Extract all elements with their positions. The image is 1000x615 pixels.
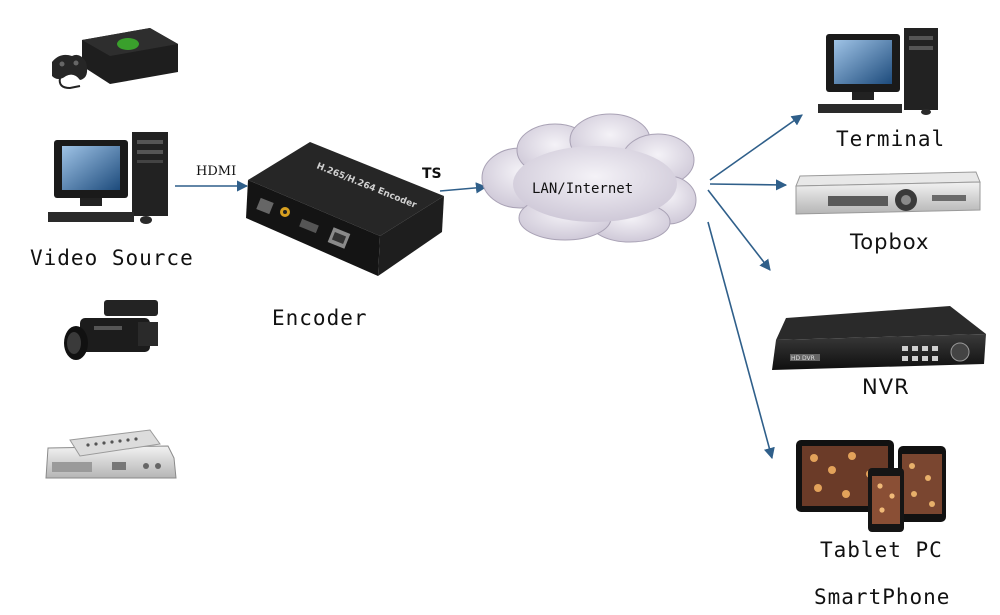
arrow-to-tablet — [707, 221, 775, 460]
connection-arrows — [175, 114, 803, 460]
ts-arrow — [439, 182, 488, 194]
network-label: LAN/Internet — [532, 181, 634, 197]
desktop-computer-icon — [48, 132, 168, 224]
desktop-computer-icon — [818, 28, 938, 115]
nvr-label: NVR — [862, 375, 910, 399]
nvr-recorder-icon: HD DVR — [772, 306, 986, 370]
encoder-label: Encoder — [272, 306, 368, 330]
hdmi-label: HDMI — [196, 164, 237, 179]
game-console-icon — [52, 28, 178, 90]
arrow-to-nvr — [707, 189, 771, 271]
tablet-phone-icon — [796, 440, 946, 532]
arrow-to-topbox — [709, 179, 788, 191]
set-top-box-icon — [45, 429, 177, 479]
topbox-receiver-icon — [795, 171, 981, 215]
arrow-to-terminal — [709, 114, 803, 181]
smartphone-label: SmartPhone — [814, 585, 951, 609]
topbox-label: Topbox — [850, 230, 930, 254]
terminal-label: Terminal — [836, 127, 946, 151]
encoder-box-icon: H.265/H.264 Encoder — [246, 142, 444, 276]
tablet-label: Tablet PC — [820, 538, 943, 562]
video-source-label: Video Source — [30, 246, 194, 270]
ts-label: TS — [422, 166, 442, 182]
cloud-icon — [481, 113, 697, 243]
nvr-badge: HD DVR — [791, 355, 815, 362]
camcorder-icon — [64, 300, 158, 360]
